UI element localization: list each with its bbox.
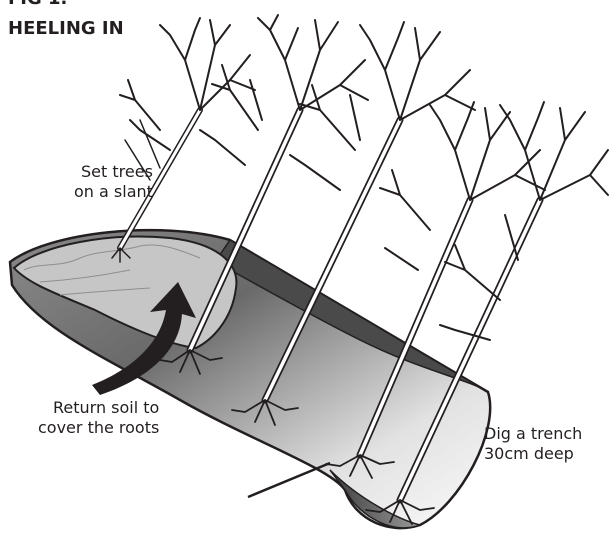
- label-trench-line-2: 30cm deep: [484, 444, 582, 464]
- label-soil-line-2: cover the roots: [38, 418, 159, 438]
- figure-number: FIG 1.: [8, 0, 67, 10]
- label-set-trees-on-slant: Set trees on a slant: [74, 162, 153, 202]
- label-dig-trench: Dig a trench 30cm deep: [484, 424, 582, 464]
- tree-1: [112, 18, 255, 262]
- label-soil-line-1: Return soil to: [38, 398, 159, 418]
- label-return-soil: Return soil to cover the roots: [38, 398, 159, 438]
- figure-title: HEELING IN: [8, 18, 124, 40]
- label-slant-line-2: on a slant: [74, 182, 153, 202]
- trench-pointer: [248, 463, 330, 497]
- label-slant-line-1: Set trees: [74, 162, 153, 182]
- label-trench-line-1: Dig a trench: [484, 424, 582, 444]
